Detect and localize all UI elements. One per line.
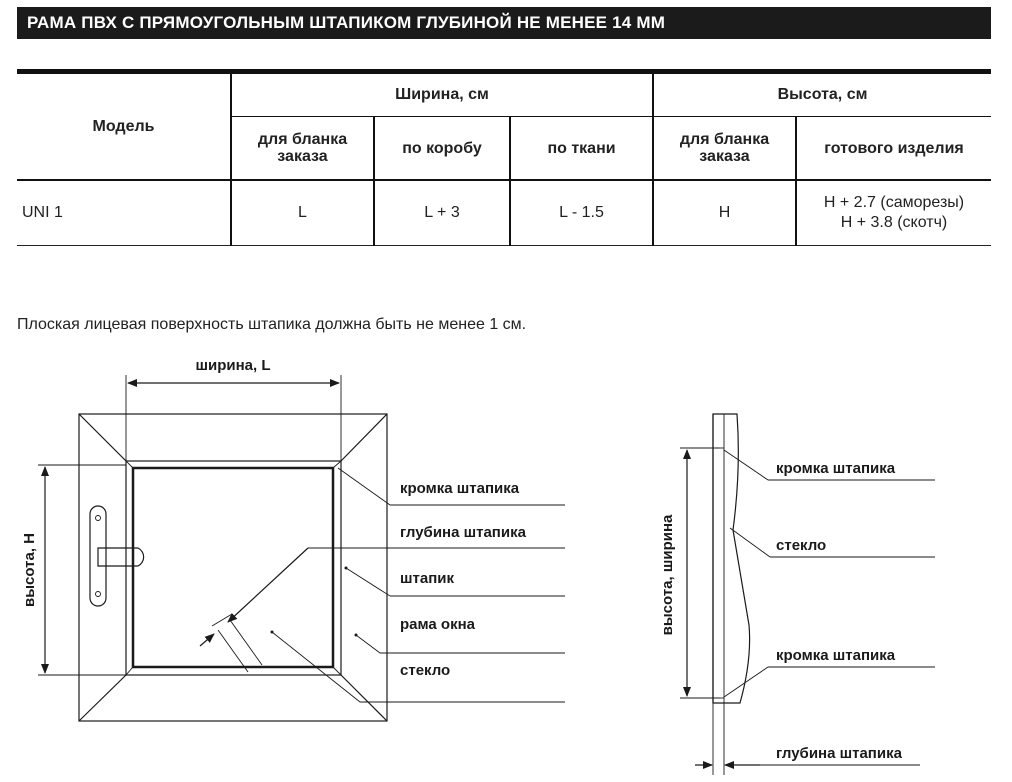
side-depth-dimension: [695, 703, 920, 775]
width-label: ширина, L: [195, 357, 270, 374]
callout-window-frame: рама окна: [400, 616, 476, 633]
bead-depth-detail: [199, 547, 309, 673]
cell-height-order: H: [652, 180, 796, 246]
subheader-width-fabric: по ткани: [509, 116, 653, 181]
window-handle-icon: [89, 505, 145, 607]
page-title: РАМА ПВХ С ПРЯМОУГОЛЬНЫМ ШТАПИКОМ ГЛУБИН…: [17, 7, 991, 39]
side-callout-leaders: [723, 449, 935, 698]
callout-bead: штапик: [400, 570, 454, 587]
cell-height-ready-line-2: H + 3.8 (скотч): [840, 214, 948, 231]
header-width: Ширина, см: [230, 69, 653, 117]
side-callout-glass: стекло: [776, 537, 826, 554]
subheader-height-order: для бланка заказа: [652, 116, 796, 181]
callout-bead-edge: кромка штапика: [400, 480, 520, 497]
cell-height-ready: H + 2.7 (саморезы) H + 3.8 (скотч): [794, 180, 992, 246]
header-model: Модель: [17, 69, 231, 181]
cell-model: UNI 1: [17, 180, 231, 246]
height-dimension: высота, H: [21, 464, 126, 676]
front-view-window: [78, 413, 388, 722]
note-text: Плоская лицевая поверхность штапика долж…: [17, 316, 527, 333]
width-dimension: ширина, L: [125, 357, 342, 461]
side-dimension-label: высота, ширина: [659, 514, 676, 635]
table-row: UNI 1 L L + 3 L - 1.5 H H + 2.7 (саморез…: [17, 180, 992, 246]
height-label: высота, H: [21, 533, 38, 607]
side-dimension: высота, ширина: [659, 447, 720, 699]
front-callout-leaders: [270, 467, 565, 703]
subheader-width-order: для бланка заказа: [230, 116, 374, 181]
subheader-width-box: по коробу: [373, 116, 510, 181]
callout-bead-depth: глубина штапика: [400, 524, 527, 541]
side-view-profile: [712, 413, 751, 704]
side-callout-bead-edge-bottom: кромка штапика: [776, 647, 896, 664]
cell-width-order: L: [230, 180, 374, 246]
cell-height-ready-line-1: H + 2.7 (саморезы): [823, 194, 965, 211]
header-height: Высота, см: [651, 69, 992, 117]
cell-width-fabric: L - 1.5: [509, 180, 653, 246]
side-callout-bead-depth: глубина штапика: [776, 745, 903, 762]
callout-glass: стекло: [400, 662, 450, 679]
subheader-height-ready: готового изделия: [794, 116, 992, 181]
side-callout-bead-edge-top: кромка штапика: [776, 460, 896, 477]
spec-table: Модель Ширина, см Высота, см для бланка …: [17, 69, 992, 246]
cell-width-box: L + 3: [373, 180, 510, 246]
